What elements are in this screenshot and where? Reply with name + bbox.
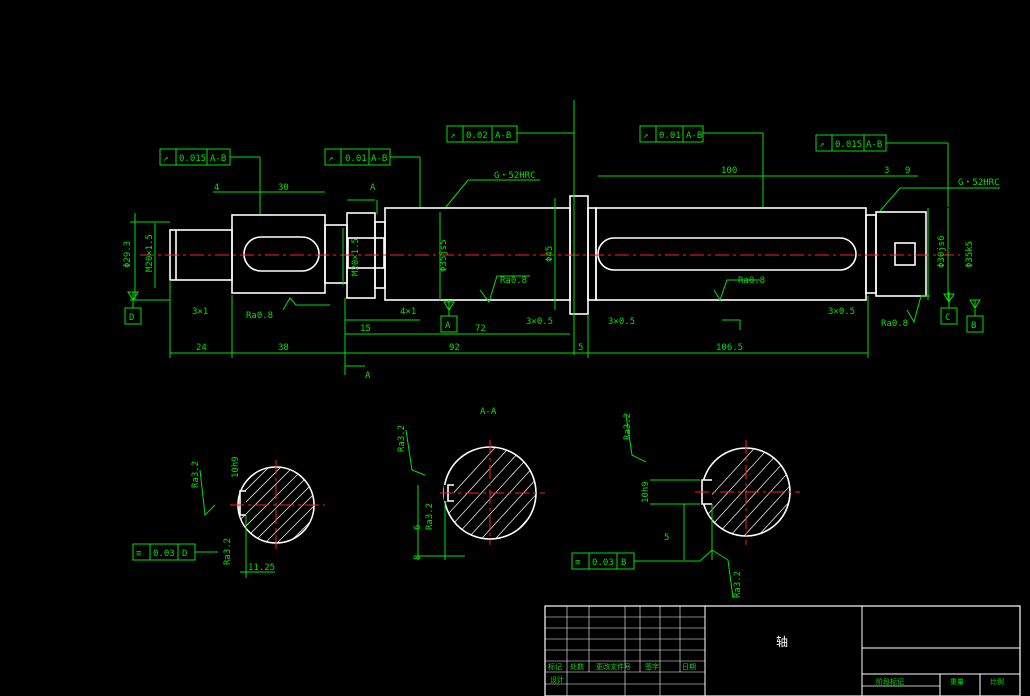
- svg-text:100: 100: [721, 166, 737, 176]
- svg-text:Ra3.2: Ra3.2: [623, 413, 633, 440]
- svg-text:0.015: 0.015: [835, 140, 862, 150]
- svg-text:阶段标记: 阶段标记: [876, 677, 904, 686]
- svg-text:15: 15: [360, 324, 371, 334]
- svg-text:A-B: A-B: [686, 131, 702, 141]
- svg-text:A-B: A-B: [495, 131, 511, 141]
- svg-text:Φ30js6: Φ30js6: [937, 235, 947, 268]
- svg-text:0.01: 0.01: [345, 154, 367, 164]
- svg-text:3×0.5: 3×0.5: [828, 307, 855, 317]
- svg-text:0.02: 0.02: [466, 131, 488, 141]
- svg-text:Ra3.2: Ra3.2: [425, 503, 435, 530]
- svg-text:0.015: 0.015: [179, 154, 206, 164]
- svg-text:Ra3.2: Ra3.2: [733, 571, 743, 598]
- datum-boxes: D A C B: [124, 307, 984, 333]
- svg-text:重量: 重量: [950, 678, 964, 686]
- cut-label-bottom: A: [365, 371, 371, 381]
- svg-text:A-B: A-B: [866, 140, 882, 150]
- svg-text:处数: 处数: [570, 662, 584, 671]
- svg-text:3×0.5: 3×0.5: [608, 317, 635, 327]
- svg-text:106.5: 106.5: [716, 343, 743, 353]
- svg-text:0.03: 0.03: [153, 549, 175, 559]
- tolerance-frame-3: ↗ 0.02 A-B: [446, 125, 518, 143]
- datum-c: C: [945, 313, 950, 323]
- svg-text:Φ35k5: Φ35k5: [965, 241, 975, 268]
- cut-label-top: A: [370, 183, 376, 193]
- svg-text:↗: ↗: [819, 140, 824, 150]
- svg-text:30: 30: [278, 183, 289, 193]
- svg-text:日期: 日期: [682, 663, 696, 671]
- svg-text:≡: ≡: [575, 558, 581, 568]
- svg-text:M20×1.5: M20×1.5: [351, 238, 361, 276]
- svg-text:72: 72: [475, 324, 486, 334]
- tolerance-frames: ↗ 0.015 A-B ↗ 0.01 A-B ↗ 0.02 A-B ↗ 0.01: [132, 125, 887, 570]
- datum-a: A: [445, 321, 451, 331]
- svg-text:D: D: [182, 549, 187, 559]
- section-view-3: Ra3.2 10h9 5 Ra3.2: [623, 413, 800, 599]
- datum-b: B: [971, 321, 976, 331]
- svg-text:A-B: A-B: [210, 154, 226, 164]
- svg-text:Ra0.8: Ra0.8: [246, 311, 273, 321]
- svg-text:↗: ↗: [328, 154, 333, 164]
- svg-text:设计: 设计: [550, 675, 564, 684]
- tolerance-frame-2: ↗ 0.01 A-B: [324, 148, 420, 166]
- svg-text:5: 5: [664, 533, 669, 543]
- section-view-1: Ra3.2 10h9 Ra3.2 11.25: [191, 456, 325, 578]
- svg-text:Ra0.8: Ra0.8: [500, 276, 527, 286]
- tolerance-frame-7: ≡ 0.03 B: [571, 552, 660, 570]
- svg-text:Ra3.2: Ra3.2: [191, 461, 201, 488]
- svg-text:3: 3: [884, 166, 889, 176]
- svg-text:B: B: [621, 558, 626, 568]
- svg-text:9: 9: [905, 166, 910, 176]
- tolerance-frame-5: ↗ 0.015 A-B: [815, 134, 887, 152]
- tolerance-frame-1: ↗ 0.015 A-B: [159, 148, 260, 166]
- svg-text:比例: 比例: [990, 677, 1004, 686]
- svg-text:M20×1.5: M20×1.5: [145, 234, 155, 272]
- svg-text:Ra0.8: Ra0.8: [738, 276, 765, 286]
- datum-d: D: [129, 313, 134, 323]
- hardness-note-1: G・52HRC: [494, 171, 536, 181]
- svg-text:Ra3.2: Ra3.2: [397, 425, 407, 452]
- title-block: 轴 标记 处数 更改文件号 签字 日期 设计 阶段标记 重量 比例: [544, 605, 1021, 696]
- tolerance-frame-6: ≡ 0.03 D: [132, 543, 218, 561]
- tolerance-frame-4: ↗ 0.01 A-B: [639, 125, 704, 143]
- svg-text:38: 38: [278, 343, 289, 353]
- dimension-lines: [127, 100, 1000, 375]
- svg-text:更改文件号: 更改文件号: [596, 662, 631, 671]
- svg-text:0.01: 0.01: [659, 131, 681, 141]
- svg-text:4: 4: [214, 183, 219, 193]
- svg-text:Φ35js5: Φ35js5: [439, 239, 449, 272]
- svg-text:10h9: 10h9: [231, 456, 241, 478]
- svg-text:Ra0.8: Ra0.8: [881, 319, 908, 329]
- svg-text:24: 24: [196, 343, 207, 353]
- svg-text:Φ45: Φ45: [545, 246, 555, 262]
- svg-text:5: 5: [578, 343, 583, 353]
- svg-text:3×1: 3×1: [192, 307, 208, 317]
- svg-text:↗: ↗: [163, 154, 168, 164]
- section-label: A-A: [480, 407, 497, 417]
- svg-text:标记: 标记: [548, 662, 562, 671]
- hardness-note-2: G・52HRC: [958, 178, 1000, 188]
- svg-text:3×0.5: 3×0.5: [526, 317, 553, 327]
- svg-text:↗: ↗: [643, 131, 648, 141]
- svg-text:10h9: 10h9: [641, 481, 651, 503]
- svg-text:0.03: 0.03: [592, 558, 614, 568]
- svg-text:↗: ↗: [450, 131, 455, 141]
- svg-text:≡: ≡: [136, 549, 142, 559]
- dimension-texts: 4 30 100 3 9 A G・52HRC G・52HRC Φ29.3 M20…: [123, 166, 1000, 381]
- section-view-2: A-A Ra3.2 6 Ra3.2 8: [397, 407, 545, 560]
- svg-text:Φ29.3: Φ29.3: [123, 241, 133, 268]
- svg-text:11.25: 11.25: [248, 563, 275, 573]
- svg-text:92: 92: [449, 343, 460, 353]
- svg-text:签字: 签字: [645, 662, 659, 671]
- svg-text:4×1: 4×1: [400, 307, 416, 317]
- part-name: 轴: [776, 634, 788, 649]
- svg-text:A-B: A-B: [371, 154, 387, 164]
- svg-text:Ra3.2: Ra3.2: [223, 538, 233, 565]
